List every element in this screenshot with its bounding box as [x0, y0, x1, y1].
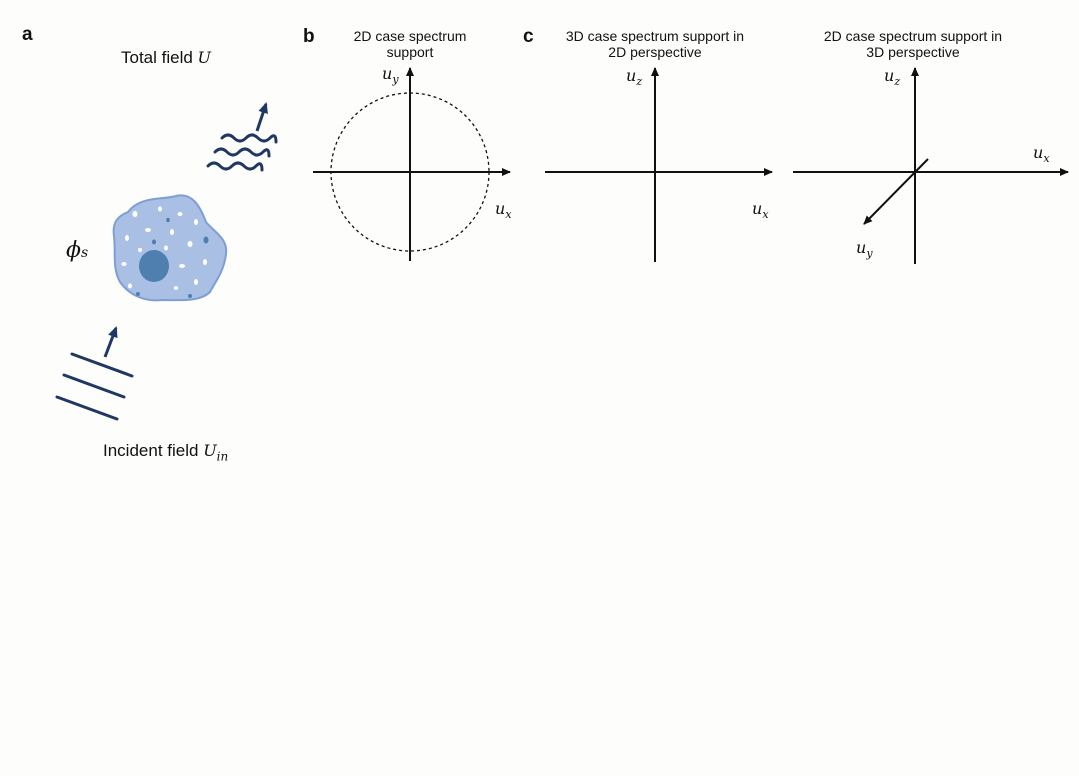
incident-waves: [55, 352, 134, 421]
c-right-ux-sub: x: [1043, 152, 1050, 166]
scattered-waves: [206, 133, 278, 172]
c-left-ux-sub: x: [762, 208, 769, 222]
c-right-ux-symbol: u: [1033, 143, 1044, 162]
c-right-uz-label: uz: [884, 66, 900, 88]
b-ux-sub: x: [505, 208, 512, 222]
panel-c-right-title-line1: 2D case spectrum support in: [823, 28, 1003, 44]
phase-label: ϕs: [66, 238, 88, 263]
c-left-ux-symbol: u: [752, 199, 763, 218]
b-ux-label: ux: [495, 199, 512, 221]
panel-b-title-line1: 2D case spectrum: [353, 28, 467, 44]
c-left-ux-label: ux: [752, 199, 769, 221]
b-uy-symbol: u: [382, 64, 393, 83]
c-left-uz-symbol: u: [626, 66, 637, 85]
c-right-uy-symbol: u: [856, 238, 867, 257]
c-right-uz-symbol: u: [884, 66, 895, 85]
b-uy-label: uy: [382, 64, 399, 86]
phase-symbol: ϕ: [66, 238, 81, 263]
incident-field-text: Incident field: [103, 441, 204, 460]
panel-c-left-title-line2: 2D perspective: [608, 44, 702, 60]
incident-field-label: Incident field Uin: [103, 441, 228, 463]
panel-c-left-title-line1: 3D case spectrum support in: [565, 28, 745, 44]
incident-field-symbol: U: [203, 441, 217, 460]
panel-b-title-line2: support: [386, 44, 434, 60]
panel-c-right-title: 2D case spectrum support in 3D perspecti…: [813, 28, 1013, 60]
c-left-uz-label: uz: [626, 66, 642, 88]
total-field-text: Total field: [121, 48, 198, 67]
incident-direction-arrow: [103, 326, 118, 358]
scattered-direction-arrow: [255, 102, 268, 132]
phase-subscript: s: [81, 245, 89, 261]
total-field-symbol: U: [197, 48, 212, 67]
total-field-label: Total field U: [121, 48, 211, 68]
b-ux-symbol: u: [495, 199, 506, 218]
c-right-uy-label: uy: [856, 238, 873, 260]
c-right-uz-sub: z: [894, 75, 901, 89]
panel-c-right-title-line2: 3D perspective: [866, 44, 960, 60]
panel-c-left-title: 3D case spectrum support in 2D perspecti…: [555, 28, 755, 60]
panel-b-label: b: [303, 26, 315, 47]
incident-field-subscript: in: [216, 449, 229, 464]
c-right-uy-sub: y: [866, 247, 873, 261]
b-uy-sub: y: [392, 73, 399, 87]
c-right-y-axis: [863, 158, 929, 225]
panel-b-title: 2D case spectrum support: [340, 28, 480, 60]
panel-a-label: a: [22, 24, 33, 45]
cell: [112, 194, 228, 302]
panel-c-label: c: [523, 26, 534, 47]
c-right-ux-label: ux: [1033, 143, 1050, 165]
c-left-uz-sub: z: [636, 75, 643, 89]
